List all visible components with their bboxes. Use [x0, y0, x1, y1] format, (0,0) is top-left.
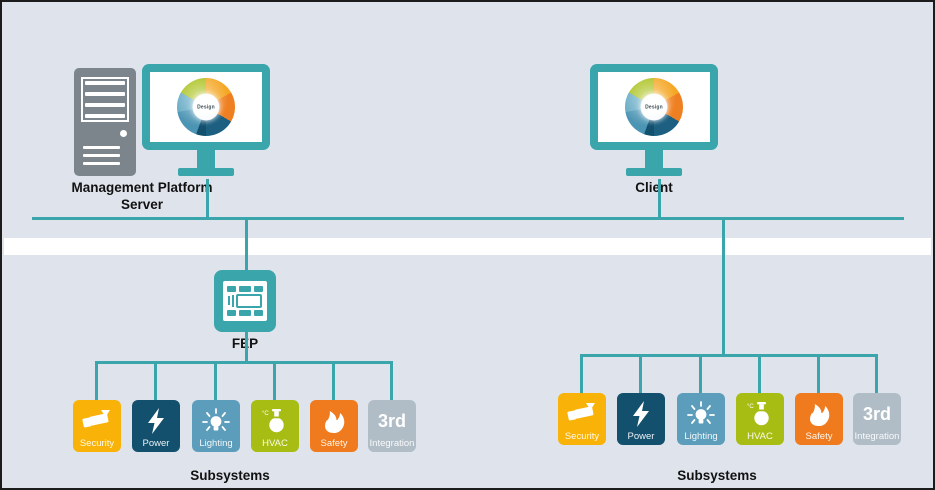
management-platform-server-label: Management Platform Server: [71, 180, 213, 212]
subsystem-tile-safety[interactable]: Safety: [795, 393, 843, 445]
tile-label: Security: [79, 437, 115, 449]
third-party-badge: 3rd: [377, 410, 406, 431]
svg-text:°C: °C: [262, 411, 269, 417]
server-tower-icon: [74, 68, 136, 176]
drive-bays: [81, 76, 129, 122]
fep-label: FEP: [185, 336, 305, 353]
subsystem-tile-security[interactable]: Security: [73, 400, 121, 452]
right-drop-1: [580, 354, 583, 393]
tile-label: Security: [564, 430, 600, 442]
management-platform-server-node[interactable]: Design: [74, 64, 270, 179]
third-party-icon: 3rd: [368, 400, 416, 439]
subsystem-tile-power[interactable]: Power: [132, 400, 180, 452]
fep-uplink-line: [245, 219, 248, 272]
front-slots: [82, 146, 120, 166]
left-subsystems-label: Subsystems: [190, 468, 270, 483]
right-group-uplink-line: [722, 219, 725, 355]
power-led: [120, 129, 128, 137]
lightning-icon: [617, 393, 665, 432]
fep-module: [228, 293, 262, 309]
thermometer-icon: °C: [736, 393, 784, 432]
server-bus-drop-line: [206, 179, 209, 219]
design-wheel-chart: Design: [625, 78, 683, 136]
client-monitor-icon: Design: [590, 64, 718, 179]
subsystem-tile-lighting[interactable]: Lighting: [192, 400, 240, 452]
tile-label: HVAC: [747, 430, 773, 442]
client-label: Client: [635, 180, 673, 195]
subsystem-tile-integration[interactable]: 3rd Integration: [368, 400, 416, 452]
subsystem-tile-lighting[interactable]: Lighting: [677, 393, 725, 445]
server-monitor-icon: Design: [142, 64, 270, 179]
network-backbone-bus: [32, 217, 904, 220]
subsystem-tile-hvac[interactable]: °C HVAC: [736, 393, 784, 445]
section-divider-band: [4, 238, 931, 255]
tile-label: Power: [142, 437, 170, 449]
fep-bottom-row: [227, 310, 263, 317]
lightbulb-icon: [677, 393, 725, 432]
left-drop-4: [273, 361, 276, 400]
fep-downlink-line: [245, 332, 248, 363]
right-drop-4: [758, 354, 761, 393]
tile-label: Lighting: [684, 430, 718, 442]
wheel-center-label: Design: [197, 104, 215, 110]
tile-label: Integration: [854, 430, 900, 442]
camera-icon: [558, 393, 606, 432]
right-drop-5: [817, 354, 820, 393]
left-drop-1: [95, 361, 98, 400]
right-distribution-bar: [580, 354, 878, 357]
client-node[interactable]: Design: [590, 64, 718, 179]
subsystem-tile-hvac[interactable]: °C HVAC: [251, 400, 299, 452]
subsystem-tile-safety[interactable]: Safety: [310, 400, 358, 452]
wheel-center-label: Design: [645, 104, 663, 110]
left-drop-2: [154, 361, 157, 400]
camera-icon: [73, 400, 121, 439]
right-drop-6: [875, 354, 878, 393]
left-drop-3: [214, 361, 217, 400]
lightning-icon: [132, 400, 180, 439]
left-drop-5: [332, 361, 335, 400]
subsystem-tile-integration[interactable]: 3rd Integration: [853, 393, 901, 445]
lightbulb-icon: [192, 400, 240, 439]
fep-device-icon[interactable]: [214, 270, 276, 332]
left-drop-6: [390, 361, 393, 400]
tile-label: HVAC: [262, 437, 288, 449]
fep-top-row: [227, 285, 263, 292]
tile-label: Integration: [369, 437, 415, 449]
right-subsystems-label: Subsystems: [677, 468, 757, 483]
third-party-badge: 3rd: [862, 403, 891, 424]
flame-icon: [310, 400, 358, 439]
tile-label: Safety: [805, 430, 833, 442]
subsystem-tile-security[interactable]: Security: [558, 393, 606, 445]
left-distribution-bar: [95, 361, 393, 364]
svg-text:°C: °C: [747, 404, 754, 410]
design-wheel-chart: Design: [177, 78, 235, 136]
right-drop-3: [699, 354, 702, 393]
thermometer-icon: °C: [251, 400, 299, 439]
flame-icon: [795, 393, 843, 432]
subsystem-tile-power[interactable]: Power: [617, 393, 665, 445]
tile-label: Safety: [320, 437, 348, 449]
right-drop-2: [639, 354, 642, 393]
tile-label: Lighting: [199, 437, 233, 449]
tile-label: Power: [627, 430, 655, 442]
client-bus-drop-line: [658, 179, 661, 219]
third-party-icon: 3rd: [853, 393, 901, 432]
